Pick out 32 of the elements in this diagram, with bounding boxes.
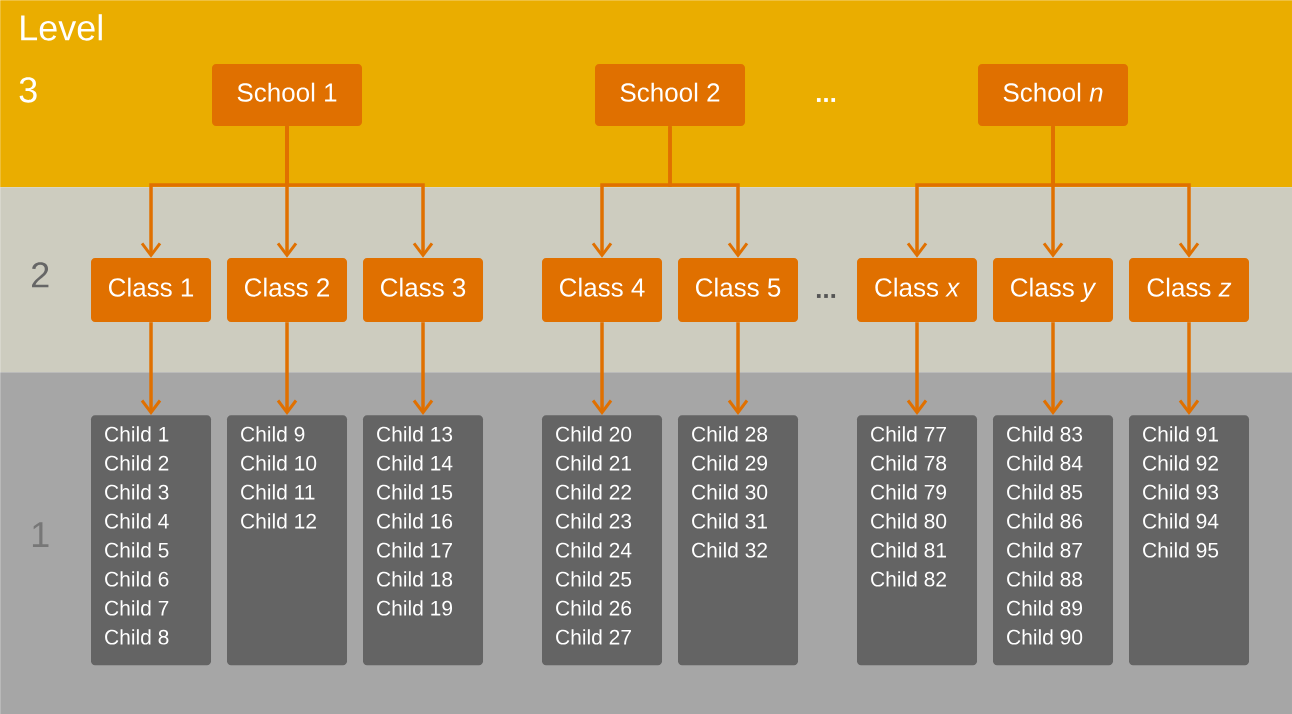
arrow bbox=[140, 322, 162, 415]
school-box: School 2 bbox=[595, 64, 745, 126]
child-list-box: Child 9 Child 10 Child 11 Child 12 bbox=[227, 415, 347, 666]
arrow bbox=[727, 322, 749, 415]
school-box: School n bbox=[978, 64, 1128, 126]
class-box: Class z bbox=[1129, 258, 1249, 322]
arrow bbox=[668, 126, 749, 258]
class-box: Class 4 bbox=[542, 258, 662, 322]
child-list-box: Child 28 Child 29 Child 30 Child 31 Child 32 bbox=[678, 415, 798, 666]
class-box: Class 3 bbox=[363, 258, 483, 322]
ellipsis: ... bbox=[816, 98, 836, 102]
ellipsis: ... bbox=[816, 294, 836, 298]
child-list-box: Child 1 Child 2 Child 3 Child 4 Child 5 Child 6 Child 7 Child 8 bbox=[91, 415, 211, 666]
arrow bbox=[1178, 322, 1200, 415]
child-list-box: Child 83 Child 84 Child 85 Child 86 Child 87 Child 88 Child 89 Child 90 bbox=[993, 415, 1113, 666]
arrow bbox=[906, 322, 928, 415]
arrow bbox=[591, 322, 613, 415]
class-box: Class x bbox=[857, 258, 977, 322]
class-box: Class 1 bbox=[91, 258, 211, 322]
child-list-box: Child 77 Child 78 Child 79 Child 80 Child 81 Child 82 bbox=[857, 415, 977, 666]
arrow bbox=[1051, 126, 1200, 258]
arrow bbox=[1042, 322, 1064, 415]
child-list-box: Child 13 Child 14 Child 15 Child 16 Child 17 Child 18 Child 19 bbox=[363, 415, 483, 666]
class-box: Class 5 bbox=[678, 258, 798, 322]
arrow bbox=[412, 322, 434, 415]
arrow bbox=[285, 126, 434, 258]
class-box: Class 2 bbox=[227, 258, 347, 322]
arrow bbox=[276, 322, 298, 415]
school-box: School 1 bbox=[212, 64, 362, 126]
child-list-box: Child 20 Child 21 Child 22 Child 23 Child 24 Child 25 Child 26 Child 27 bbox=[542, 415, 662, 666]
child-list-box: Child 91 Child 92 Child 93 Child 94 Child 95 bbox=[1129, 415, 1249, 666]
class-box: Class y bbox=[993, 258, 1113, 322]
